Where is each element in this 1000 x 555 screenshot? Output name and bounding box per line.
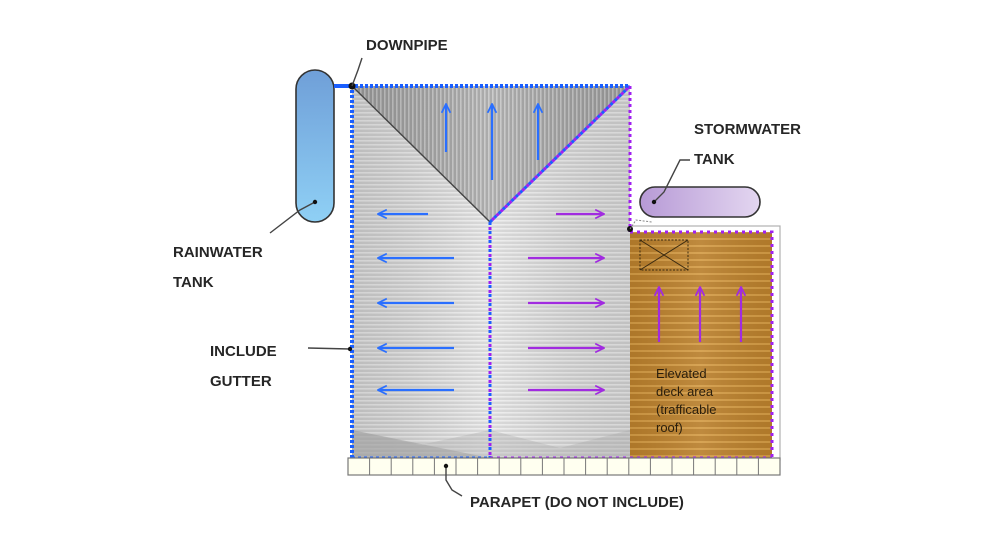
rainwater-tank [295, 69, 356, 223]
stormwater-flow-right-arrows [528, 214, 604, 390]
deck-note-line: (trafficable [656, 402, 716, 417]
deck-note-line: deck area [656, 384, 714, 399]
rainwater-tank-label-line2: TANK [173, 274, 214, 291]
deck-note: Elevated deck area (trafficable roof) [656, 366, 716, 435]
parapet [347, 457, 781, 476]
gutter-leader [307, 347, 351, 350]
parapet-leader [445, 466, 463, 497]
downpipe-leader [351, 57, 363, 87]
deck-flow-up-arrows [659, 287, 741, 342]
rainwater-tank-leader [269, 201, 316, 234]
stormwater-tank-leader [653, 159, 690, 203]
downpipe-label: DOWNPIPE [366, 37, 448, 54]
stormwater-tank-label-line2: TANK [694, 151, 735, 168]
deck-note-line: roof) [656, 420, 683, 435]
rainwater-tank-label-line1: RAINWATER [173, 244, 263, 261]
deck-note-line: Elevated [656, 366, 707, 381]
include-gutter-label-line1: INCLUDE [210, 343, 277, 360]
stormwater-tank [627, 186, 761, 232]
rainwater-flow-left-arrows [378, 214, 454, 390]
leader-lines [269, 57, 690, 497]
include-gutter-label-line2: GUTTER [210, 373, 272, 390]
rainwater-flow-up-arrows [446, 104, 538, 180]
roof-hatch [639, 239, 689, 271]
parapet-label: PARAPET (DO NOT INCLUDE) [470, 494, 684, 511]
stormwater-tank-label-line1: STORMWATER [694, 121, 801, 138]
